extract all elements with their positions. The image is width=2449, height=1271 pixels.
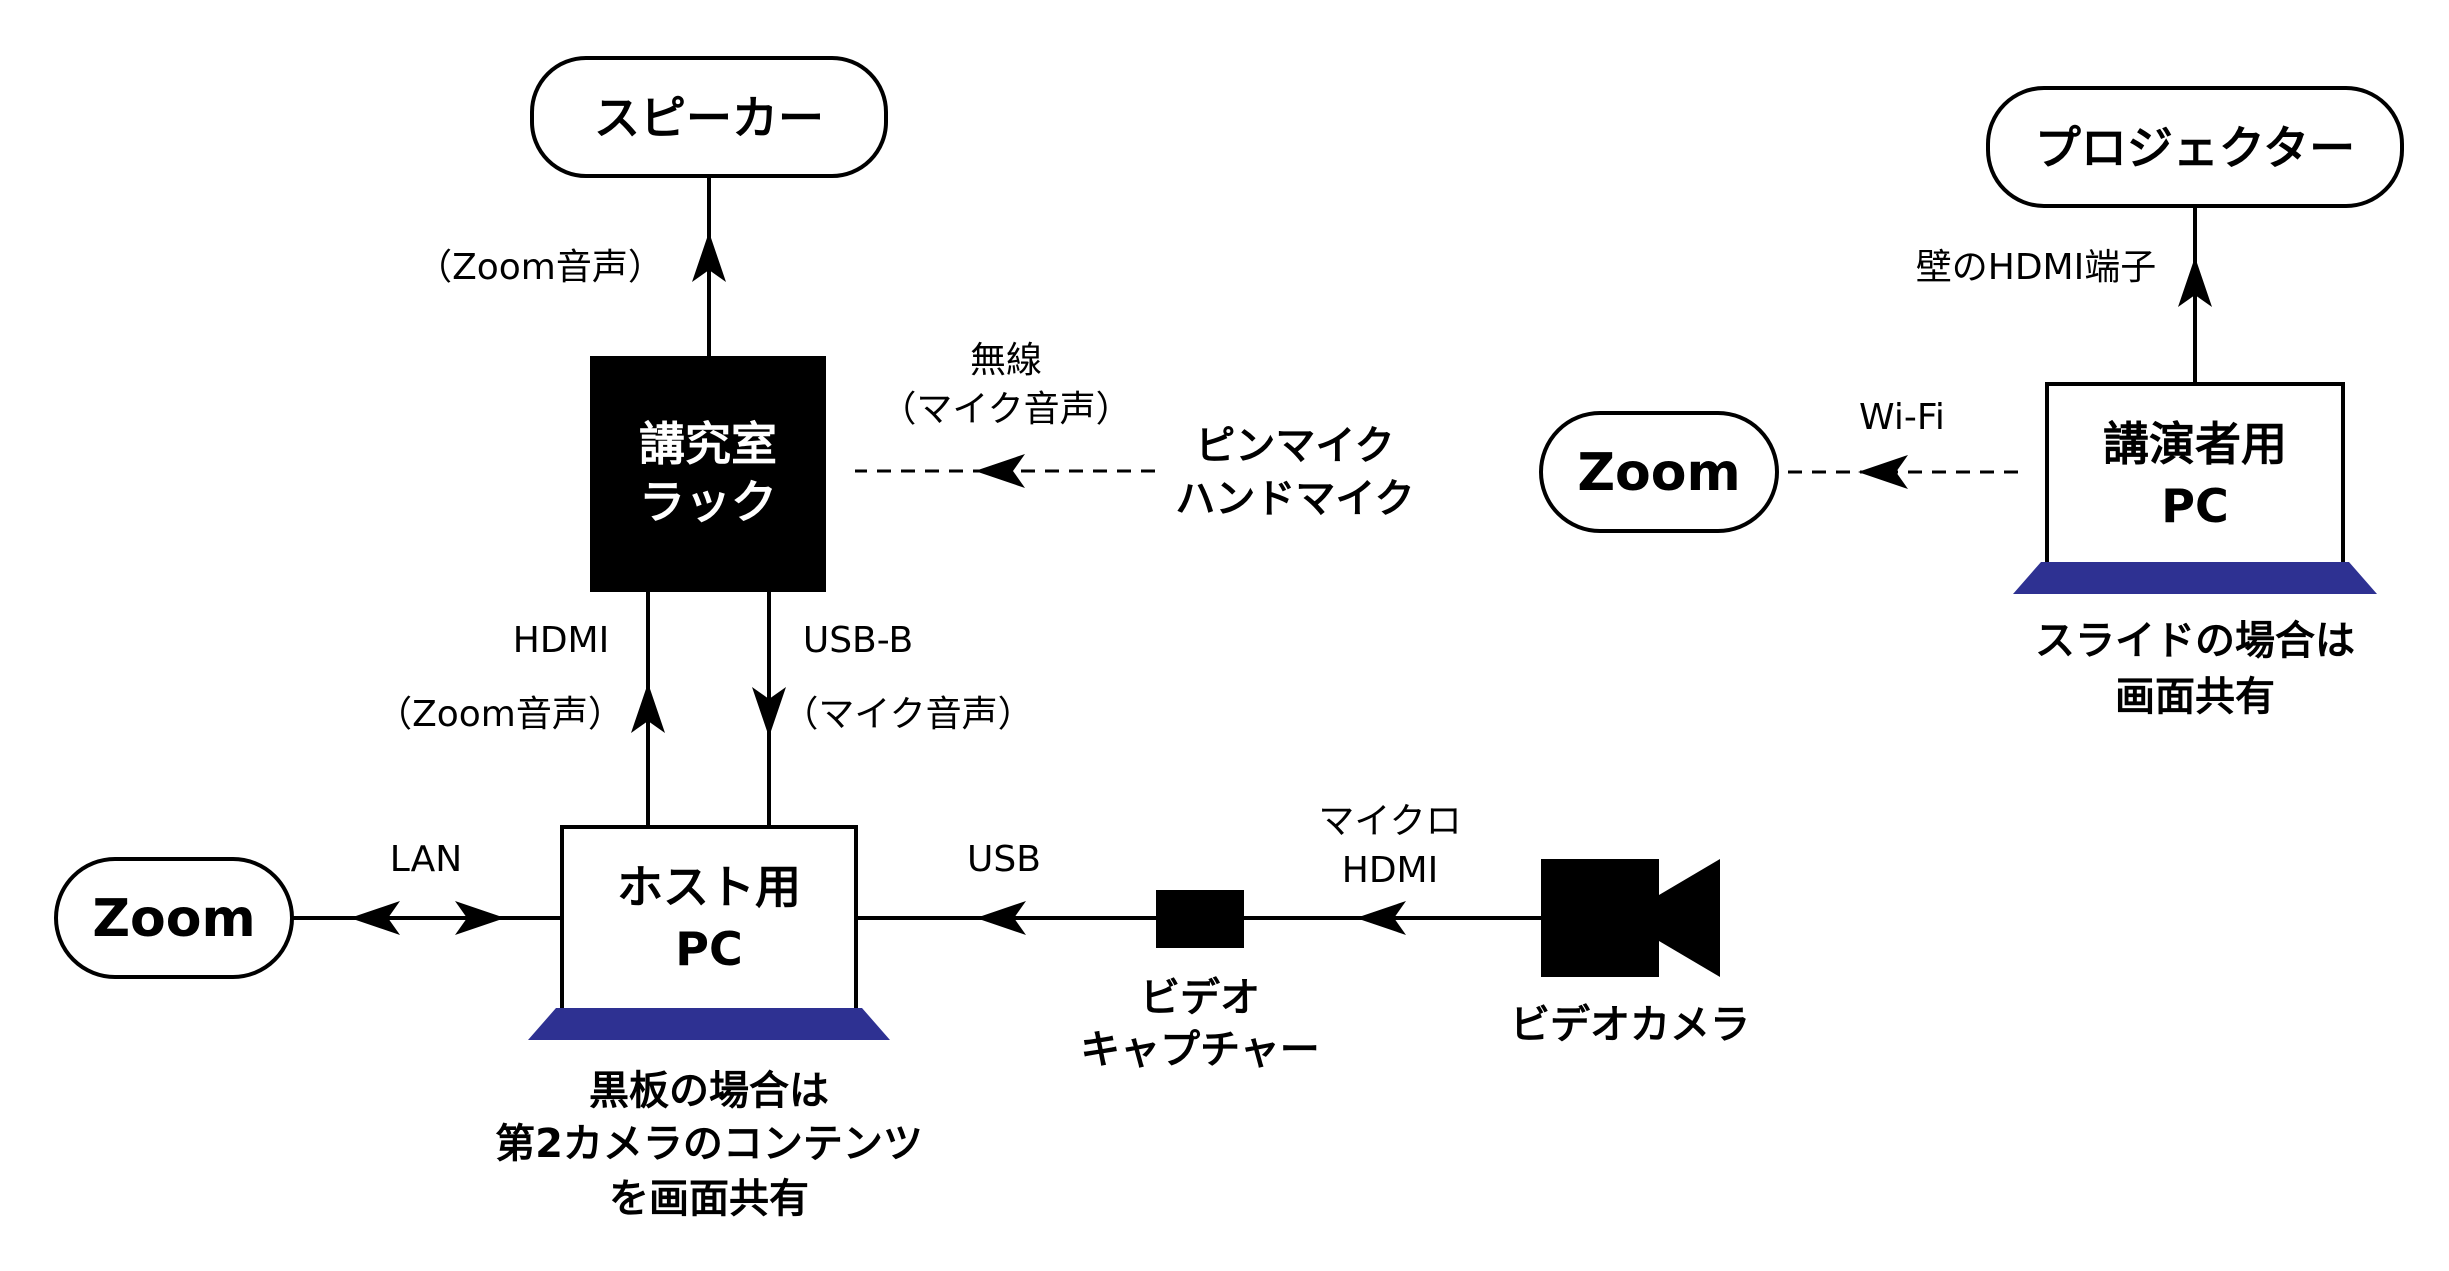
- arrowhead-wifi: [1858, 455, 1908, 489]
- host-laptop-base: [528, 1008, 890, 1040]
- presenter-laptop-base: [2013, 562, 2377, 594]
- edge-label-wifi: Wi-Fi: [1859, 397, 1945, 438]
- camera-node: ビデオカメラ: [1510, 859, 1750, 1048]
- presenter-note: スライドの場合は 画面共有: [2035, 618, 2355, 720]
- edge-label-micro-hdmi-1: マイクロ: [1318, 801, 1461, 842]
- speaker-label: スピーカー: [594, 91, 824, 145]
- edge-label-hdmi-2: （Zoom音声）: [376, 694, 624, 735]
- capture-label-1: ビデオ: [1140, 975, 1260, 1021]
- projector-label: プロジェクター: [2035, 121, 2355, 175]
- arrowhead-lan-left: [350, 901, 400, 935]
- arrowhead-micro-hdmi: [1356, 901, 1406, 935]
- camera-label: ビデオカメラ: [1510, 1002, 1750, 1048]
- host-pc-label-1: ホスト用: [617, 860, 801, 914]
- zoom-left-node: Zoom: [54, 857, 294, 979]
- edge-label-wireless-2: （マイク音声）: [880, 389, 1131, 430]
- rack-label-line2: ラック: [639, 475, 777, 529]
- host-note-2: 第2カメラのコンテンツ: [495, 1121, 923, 1167]
- host-pc-node: ホスト用 PC: [528, 825, 890, 1040]
- arrowhead-projector: [2178, 257, 2212, 307]
- arrowhead-hdmi: [631, 683, 665, 733]
- zoom-right-node: Zoom: [1539, 411, 1779, 533]
- edge-label-lan: LAN: [390, 839, 462, 880]
- arrowhead-speaker: [692, 232, 726, 282]
- capture-node: ビデオ キャプチャー: [1080, 890, 1320, 1073]
- edge-label-wireless-1: 無線: [970, 340, 1042, 381]
- rack-label-line1: 講究室: [639, 417, 777, 471]
- host-note-3: を画面共有: [609, 1176, 809, 1222]
- host-note-1: 黒板の場合は: [589, 1068, 829, 1114]
- arrowhead-usbb: [752, 687, 786, 737]
- presenter-pc-node: 講演者用 PC: [2013, 382, 2377, 594]
- pin-mic-node: ピンマイク ハンドマイク: [1175, 423, 1414, 522]
- presenter-note-2: 画面共有: [2115, 674, 2275, 720]
- camera-lens-icon: [1659, 859, 1720, 977]
- edge-label-micro-hdmi-2: HDMI: [1342, 850, 1438, 891]
- host-note: 黒板の場合は 第2カメラのコンテンツ を画面共有: [495, 1068, 923, 1222]
- capture-label-2: キャプチャー: [1080, 1027, 1320, 1073]
- pin-mic-label-1: ピンマイク: [1195, 423, 1394, 469]
- arrowhead-usb: [976, 901, 1026, 935]
- edge-label-wall-hdmi: 壁のHDMI端子: [1916, 247, 2156, 288]
- pin-mic-label-2: ハンドマイク: [1175, 476, 1414, 522]
- arrowhead-wireless: [975, 454, 1025, 488]
- projector-node: プロジェクター: [1986, 86, 2404, 208]
- edge-label-usbb-1: USB-B: [803, 620, 913, 661]
- edge-label-hdmi-1: HDMI: [513, 620, 609, 661]
- zoom-left-label: Zoom: [92, 889, 255, 949]
- rack-node: 講究室 ラック: [590, 356, 826, 592]
- zoom-right-label: Zoom: [1577, 443, 1740, 503]
- speaker-node: スピーカー: [530, 56, 888, 178]
- edge-label-usb: USB: [967, 839, 1041, 880]
- edge-label-usbb-2: （マイク音声）: [782, 694, 1033, 735]
- arrowhead-lan-right: [455, 901, 505, 935]
- edge-label-speaker-audio: （Zoom音声）: [416, 247, 664, 288]
- presenter-note-1: スライドの場合は: [2035, 618, 2355, 664]
- presenter-pc-label-2: PC: [2161, 479, 2228, 533]
- camera-icon: [1541, 859, 1659, 977]
- presenter-pc-label-1: 講演者用: [2103, 417, 2287, 471]
- host-pc-label-2: PC: [675, 922, 742, 976]
